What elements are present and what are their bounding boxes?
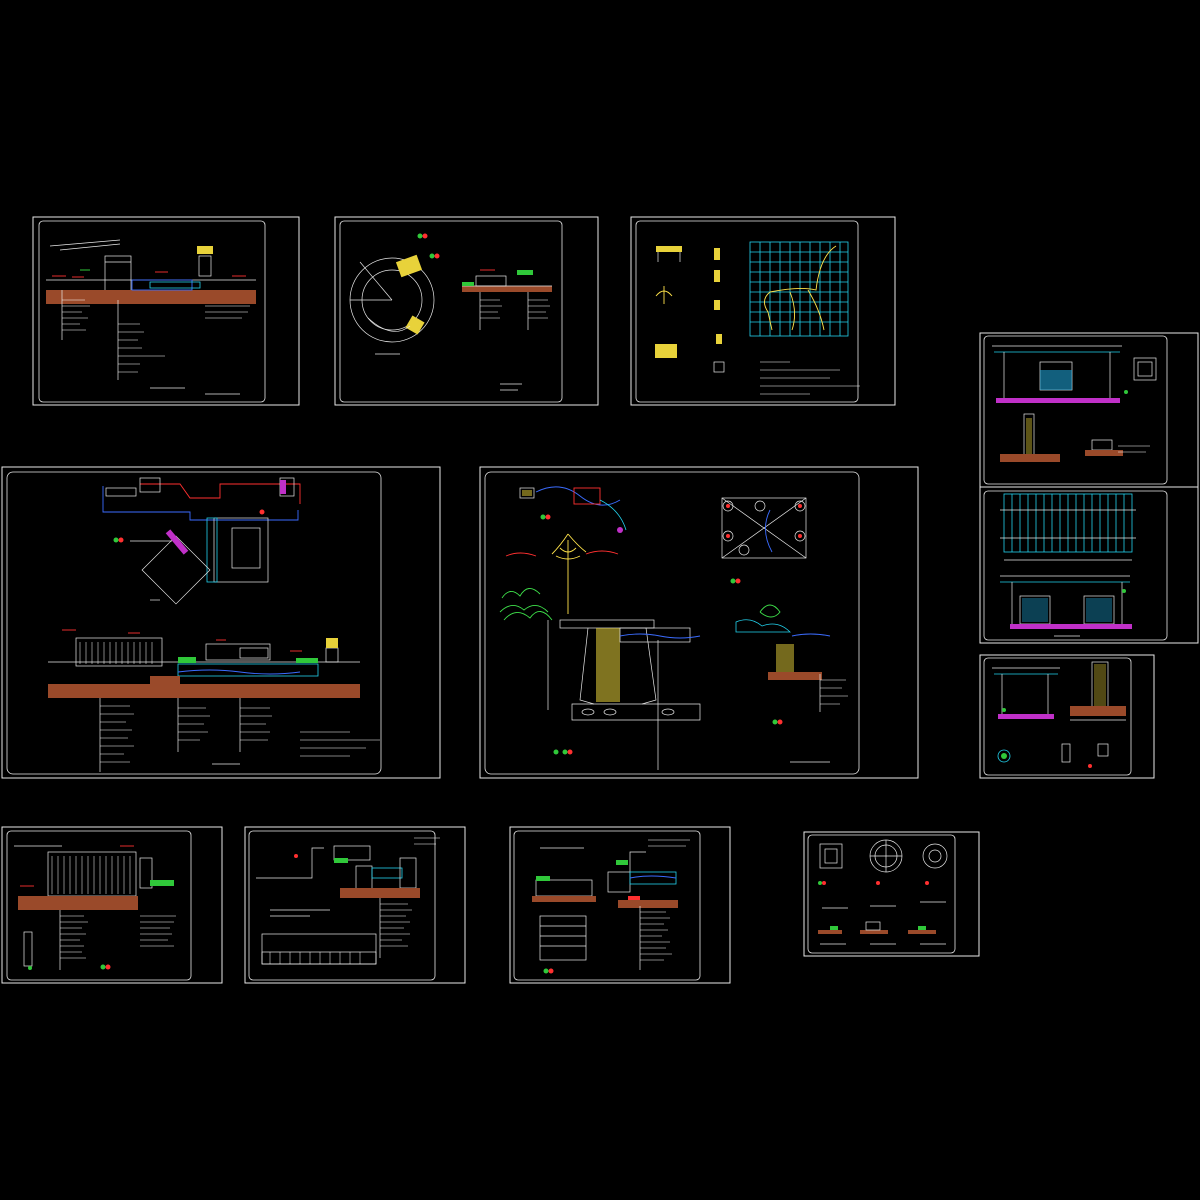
- sheet-9[interactable]: [1, 826, 223, 984]
- sheet-4-drawing: [992, 345, 1157, 462]
- sheet-9-inner-frame: [6, 830, 192, 981]
- sheet-10-inner-frame: [248, 830, 436, 981]
- sheet-7-outer-frame: [979, 486, 1199, 644]
- bench-grid: [749, 241, 849, 337]
- sheet-4[interactable]: [979, 332, 1199, 488]
- sheet-10-outer-frame: [244, 826, 466, 984]
- sheet-1-outer-frame: [32, 216, 300, 406]
- sheet-12-outer-frame: [803, 831, 980, 957]
- sheet-6-outer-frame: [479, 466, 919, 779]
- sheet-2-outer-frame: [334, 216, 599, 406]
- sheet-3-drawing: [655, 241, 860, 395]
- sheet-6-drawing: [499, 486, 848, 770]
- sheet-5-outer-frame: [1, 466, 441, 779]
- sheet-12-inner-frame: [807, 834, 956, 954]
- sheet-3[interactable]: [630, 216, 896, 406]
- sheet-3-inner-frame: [635, 220, 859, 403]
- sheet-9-outer-frame: [1, 826, 223, 984]
- rockery-section: [735, 604, 848, 725]
- sheet-10[interactable]: [244, 826, 466, 984]
- rockery-plan: [721, 497, 807, 584]
- sheet-8-inner-frame: [983, 657, 1132, 776]
- sheet-2-inner-frame: [339, 220, 563, 403]
- sheet-11-outer-frame: [509, 826, 731, 984]
- sheet-12[interactable]: [803, 831, 980, 957]
- sheet-5-drawing: [48, 477, 380, 772]
- sheet-7-inner-frame: [983, 490, 1168, 641]
- sheet-6-inner-frame: [484, 471, 860, 775]
- sheet-8[interactable]: [979, 654, 1155, 779]
- sheet-11-inner-frame: [513, 830, 701, 981]
- sheet-7-drawing: [1000, 493, 1136, 637]
- sheet-10-drawing: [256, 837, 440, 965]
- sheet-9-drawing: [14, 845, 176, 970]
- sheet-5-inner-frame: [6, 471, 382, 775]
- sheet-11[interactable]: [509, 826, 731, 984]
- sheet-12-drawing: [818, 839, 948, 945]
- sheet-2-drawing: [349, 233, 552, 391]
- sheet-1[interactable]: [32, 216, 300, 406]
- tree: [499, 533, 619, 621]
- sheet-2[interactable]: [334, 216, 599, 406]
- sheet-1-drawing: [46, 239, 256, 395]
- sheet-7[interactable]: [979, 486, 1199, 644]
- sheet-6[interactable]: [479, 466, 919, 779]
- sheet-8-drawing: [992, 661, 1126, 768]
- sheet-8-outer-frame: [979, 654, 1155, 779]
- sheet-1-inner-frame: [38, 220, 266, 403]
- sheet-5[interactable]: [1, 466, 441, 779]
- sheet-11-drawing: [532, 839, 690, 974]
- sheet-3-outer-frame: [630, 216, 896, 406]
- sheet-4-inner-frame: [983, 335, 1168, 485]
